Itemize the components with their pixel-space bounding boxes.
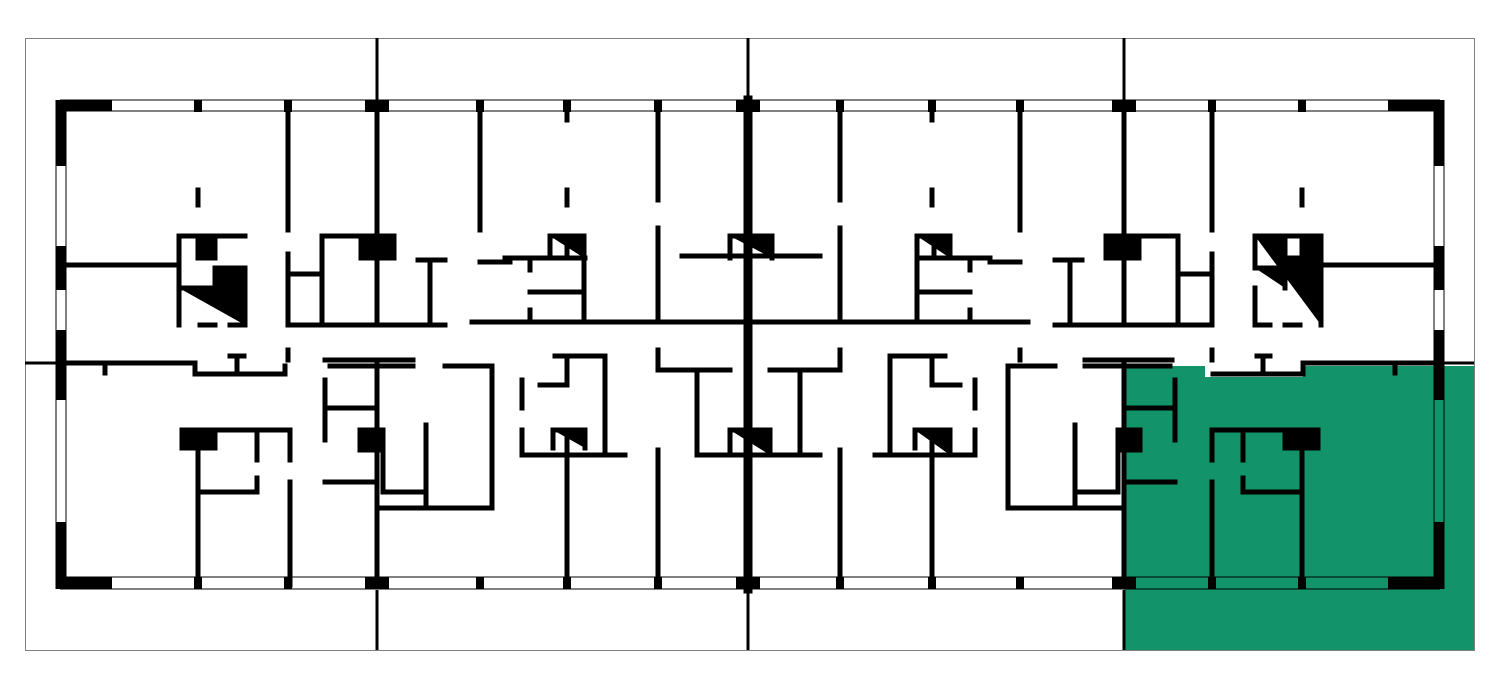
wall-stubs bbox=[102, 187, 1398, 376]
load-bearing-walls bbox=[63, 95, 1437, 594]
building-corners bbox=[56, 100, 1444, 589]
plan-frame bbox=[25, 38, 1475, 651]
facade-column bbox=[1298, 100, 1306, 112]
partitions-bottom bbox=[179, 347, 1321, 588]
grid-lines bbox=[25, 38, 1474, 650]
facade-column bbox=[194, 100, 202, 112]
facade-column bbox=[1016, 577, 1024, 589]
facade-column bbox=[476, 577, 484, 589]
partitions-top bbox=[63, 101, 1437, 328]
